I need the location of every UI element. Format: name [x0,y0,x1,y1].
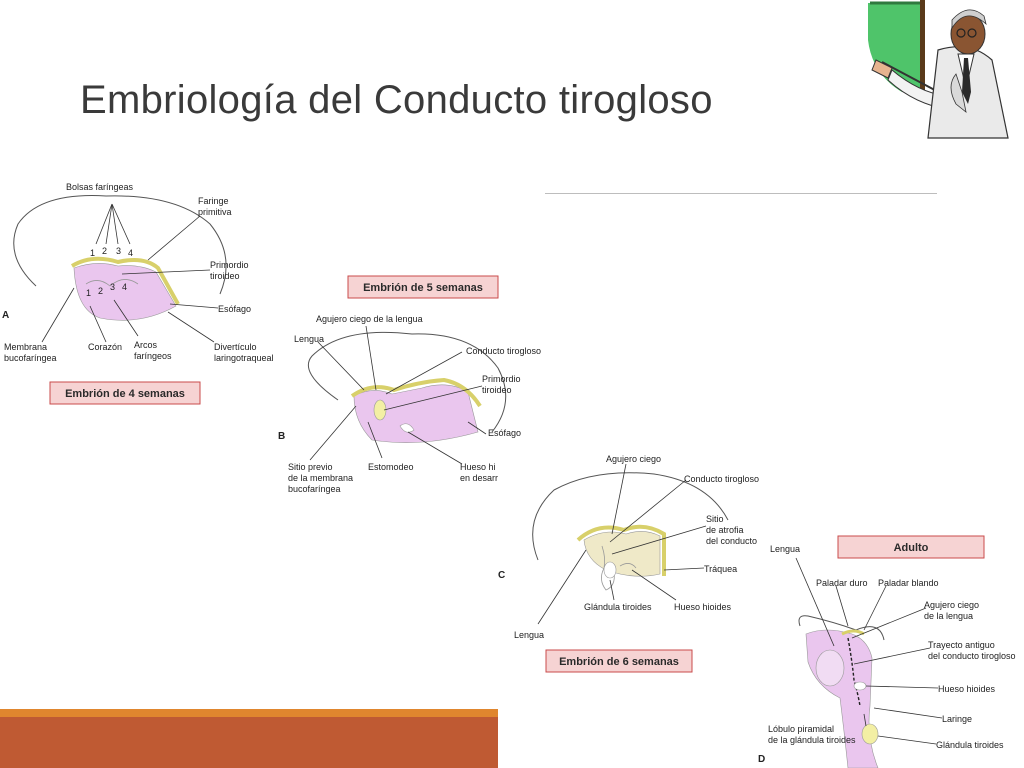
label-lobulo-piramidal-2: de la glándula tiroides [768,735,856,745]
panel-b-letter: B [278,431,285,442]
label-primordio: Primordio [482,374,521,384]
label-num-3-top: 3 [116,246,121,256]
tag-4-weeks-text: Embrión de 4 semanas [65,388,185,400]
label-agujero-ciego: Agujero ciego [924,600,979,610]
label-num-2-bottom: 2 [98,286,103,296]
panel-c-6-weeks: Agujero ciego Conducto tirogloso Sitio d… [498,454,759,673]
tag-5-weeks-text: Embrión de 5 semanas [363,282,483,294]
label-sitio-previo-2: de la membrana [288,473,353,483]
label-bolsas-faringeas: Bolsas faríngeas [66,182,134,192]
panel-d-tissue [805,629,879,768]
label-hueso-hioides: Hueso hioides [938,684,996,694]
label-lobulo-piramidal: Lóbulo piramidal [768,724,834,734]
panel-c-epithelium [576,524,666,576]
label-trayecto-antiguo-2: del conducto tirogloso [928,651,1016,661]
label-diverticulo-2: laringotraqueal [214,353,274,363]
label-primordio-2: tiroideo [210,271,240,281]
label-faringe-2: primitiva [198,207,232,217]
label-lengua: Lengua [294,334,324,344]
label-num-1-bottom: 1 [86,288,91,298]
panel-c-tissue [583,531,661,577]
footer-bar [0,717,498,768]
label-agujero-ciego: Agujero ciego [606,454,661,464]
tag-6-weeks: Embrión de 6 semanas [545,649,693,673]
tag-adult-text: Adulto [894,542,929,554]
label-glandula-tiroides: Glándula tiroides [936,740,1004,750]
panel-b-tissue [353,384,479,443]
label-sitio-previo-3: bucofaríngea [288,484,341,494]
label-conducto-tirogloso: Conducto tirogloso [466,346,541,356]
panel-d-letter: D [758,754,765,765]
label-paladar-blando: Paladar blando [878,578,939,588]
panel-d-adult: Adulto Lengua Paladar duro Paladar bland… [758,535,1016,768]
tag-4-weeks: Embrión de 4 semanas [49,381,201,405]
panel-b-epithelium [350,377,482,408]
label-num-1-top: 1 [90,248,95,258]
label-sitio-previo: Sitio previo [288,462,333,472]
slide-title: Embriología del Conducto tirogloso [80,78,713,122]
label-agujero-ciego-2: de la lengua [924,611,973,621]
label-num-3-bottom: 3 [110,282,115,292]
label-sitio: Sitio [706,514,724,524]
label-num-4-top: 4 [128,248,133,258]
label-primordio-2: tiroideo [482,385,512,395]
label-membrana: Membrana [4,342,47,352]
tag-6-weeks-text: Embrión de 6 semanas [559,656,679,668]
label-hueso-2: en desarr [460,473,498,483]
label-corazon: Corazón [88,342,122,352]
label-paladar-duro: Paladar duro [816,578,868,588]
label-arcos: Arcos [134,340,158,350]
tag-5-weeks: Embrión de 5 semanas [347,275,499,299]
label-lengua: Lengua [770,544,800,554]
label-primordio: Primordio [210,260,249,270]
label-esofago: Esófago [218,304,251,314]
label-glandula-tiroides: Glándula tiroides [584,602,652,612]
tag-adult: Adulto [837,535,985,559]
label-hueso-hioides: Hueso hioides [674,602,732,612]
label-diverticulo: Divertículo [214,342,257,352]
label-esofago: Esófago [488,428,521,438]
label-traquea: Tráquea [704,564,737,574]
label-faringe: Faringe [198,196,229,206]
label-laringe: Laringe [942,714,972,724]
label-conducto-tirogloso: Conducto tirogloso [684,474,759,484]
divider-line [545,193,937,194]
label-sitio-2: de atrofia [706,525,744,535]
panel-b-5-weeks: Embrión de 5 semanas Agujero ciego de la… [278,275,541,494]
label-sitio-3: del conducto [706,536,757,546]
label-estomodeo: Estomodeo [368,462,414,472]
panel-c-letter: C [498,570,505,581]
label-membrana-2: bucofaríngea [4,353,57,363]
panel-a-4-weeks: Bolsas faríngeas Faringe primitiva Primo… [2,182,274,405]
label-agujero-ciego-lengua: Agujero ciego de la lengua [316,314,423,324]
label-lengua: Lengua [514,630,544,640]
label-arcos-2: faríngeos [134,351,172,361]
label-num-2-top: 2 [102,246,107,256]
panel-a-letter: A [2,310,9,321]
panel-a-tissue [73,263,177,321]
panel-a-epithelium [70,256,180,305]
label-trayecto-antiguo: Trayecto antiguo [928,640,995,650]
label-num-4-bottom: 4 [122,282,127,292]
teacher-pointing-board-icon [868,0,1009,139]
footer-accent-bar [0,709,498,717]
label-hueso: Hueso hi [460,462,496,472]
